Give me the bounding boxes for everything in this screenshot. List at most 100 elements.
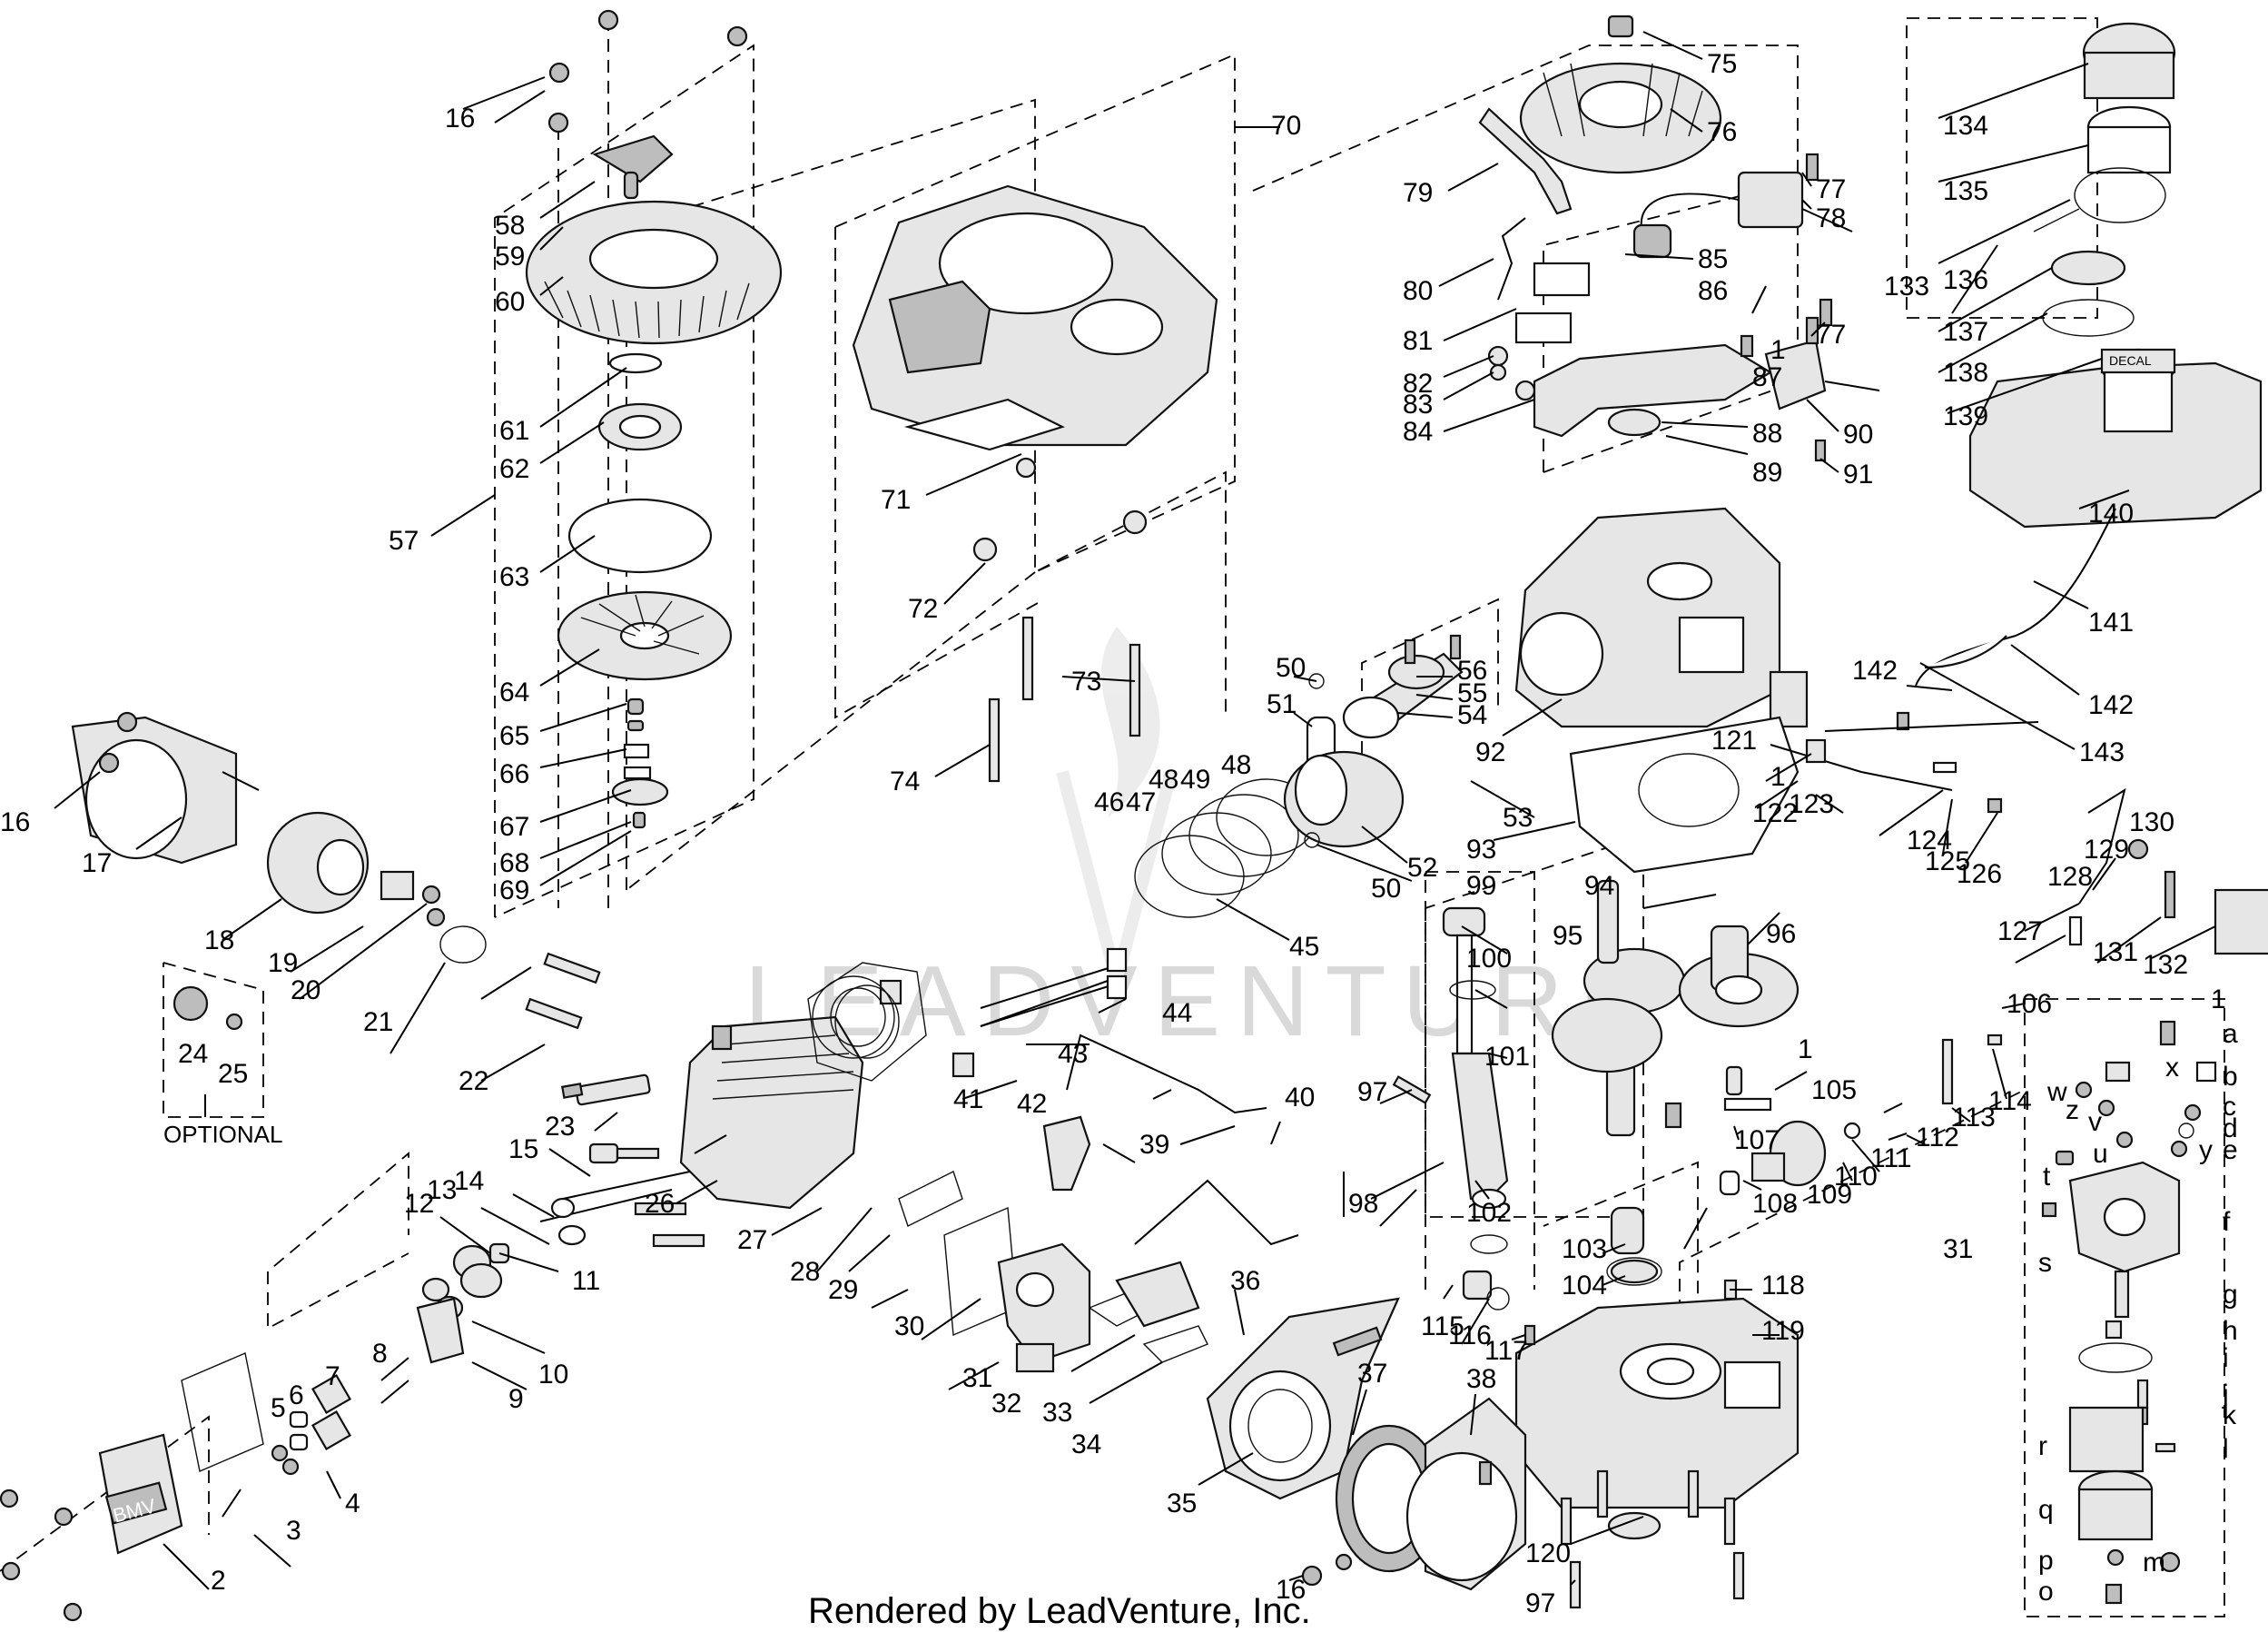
callout-3: 3 <box>286 1516 301 1546</box>
flywheel <box>1519 15 1722 174</box>
callout-135: 135 <box>1943 176 1988 206</box>
callout-92: 92 <box>1475 737 1505 767</box>
callout-47: 47 <box>1126 787 1156 817</box>
callout-77b: 77 <box>1816 320 1846 350</box>
callout-54: 54 <box>1457 700 1487 730</box>
callout-1d: 1 <box>2211 984 2226 1014</box>
callout-107: 107 <box>1734 1125 1780 1155</box>
callout-110: 110 <box>1834 1162 1878 1192</box>
callout-72: 72 <box>908 594 938 624</box>
callout-48a: 48 <box>1221 750 1251 780</box>
callout-78: 78 <box>1816 203 1846 233</box>
washer-16-bottom <box>1335 1553 1353 1571</box>
callout-142b: 142 <box>2088 690 2134 720</box>
callout-2: 2 <box>211 1566 226 1596</box>
letter-j: j <box>2222 1380 2229 1409</box>
letter-f: f <box>2223 1207 2231 1237</box>
piston-assembly <box>1134 673 1405 918</box>
dipstick <box>1442 906 1509 1254</box>
callout-50b: 50 <box>1371 874 1401 904</box>
crankcase <box>1514 507 1809 728</box>
callout-9: 9 <box>508 1384 524 1414</box>
callout-21: 21 <box>363 1007 393 1037</box>
callout-16c: 16 <box>1276 1575 1306 1605</box>
callout-111: 111 <box>1870 1143 1912 1173</box>
callout-60: 60 <box>495 287 525 317</box>
callout-1c: 1 <box>1798 1034 1813 1064</box>
callout-8: 8 <box>372 1339 388 1369</box>
letter-b: b <box>2223 1062 2238 1092</box>
callout-32: 32 <box>991 1389 1021 1419</box>
callout-140: 140 <box>2088 499 2134 529</box>
callout-63: 63 <box>499 562 529 592</box>
callout-49: 49 <box>1180 765 1210 795</box>
callout-113: 113 <box>1952 1103 1996 1133</box>
callout-77: 77 <box>1816 174 1846 204</box>
callout-102: 102 <box>1466 1198 1512 1228</box>
callout-105: 105 <box>1811 1075 1857 1105</box>
callout-93: 93 <box>1466 835 1496 865</box>
callout-131: 131 <box>2093 937 2138 967</box>
optional-label: OPTIONAL <box>163 1121 282 1148</box>
callout-55: 55 <box>1457 678 1487 708</box>
carb-detail-parts <box>2041 1020 2217 1605</box>
callout-6: 6 <box>289 1380 304 1410</box>
callout-122: 122 <box>1752 798 1798 828</box>
callout-44: 44 <box>1162 998 1192 1028</box>
callout-112: 112 <box>1916 1123 1959 1152</box>
callout-115: 115 <box>1421 1311 1464 1341</box>
callout-64: 64 <box>499 678 529 707</box>
callout-23: 23 <box>545 1112 575 1142</box>
callout-39: 39 <box>1139 1130 1169 1160</box>
crankshaft <box>1551 879 1686 1137</box>
callout-74: 74 <box>890 767 920 796</box>
tank-decal-text: DECAL <box>2109 353 2152 368</box>
letter-y: y <box>2199 1135 2213 1165</box>
callout-87: 87 <box>1752 362 1782 392</box>
callout-134: 134 <box>1943 111 1988 141</box>
callout-4: 4 <box>345 1489 360 1518</box>
callout-121: 121 <box>1711 726 1757 756</box>
callout-88: 88 <box>1752 419 1782 449</box>
callout-38: 38 <box>1466 1364 1496 1394</box>
callout-70: 70 <box>1271 111 1301 141</box>
callout-16: 16 <box>445 104 475 134</box>
ignition-coil <box>1632 171 1853 259</box>
callout-69: 69 <box>499 875 529 905</box>
callout-34: 34 <box>1071 1429 1101 1459</box>
letter-c: c <box>2223 1092 2236 1122</box>
callout-123: 123 <box>1789 789 1834 819</box>
exhaust-gasket-and-pushrods <box>439 925 1128 1078</box>
callout-124: 124 <box>1907 826 1952 856</box>
callout-45: 45 <box>1289 932 1319 962</box>
letter-m: m <box>2143 1548 2165 1578</box>
letter-w: w <box>2046 1077 2067 1107</box>
callout-94: 94 <box>1584 871 1614 901</box>
callout-130: 130 <box>2129 807 2174 837</box>
callout-116: 116 <box>1448 1320 1492 1350</box>
callout-53: 53 <box>1503 803 1533 833</box>
callout-25: 25 <box>218 1059 248 1089</box>
callout-17: 17 <box>82 848 112 878</box>
callout-15: 15 <box>508 1134 538 1164</box>
camshaft <box>1678 925 1800 1028</box>
callout-106: 106 <box>2007 989 2052 1019</box>
cylinder-head <box>679 975 895 1210</box>
callout-52: 52 <box>1407 853 1437 883</box>
callout-133: 133 <box>1884 272 1929 302</box>
callout-95: 95 <box>1553 921 1583 951</box>
base-gasket <box>1569 716 1800 874</box>
callout-128: 128 <box>2047 862 2093 892</box>
callout-97a: 97 <box>1357 1077 1387 1107</box>
callout-117: 117 <box>1484 1336 1528 1366</box>
letter-p: p <box>2038 1546 2054 1576</box>
callout-90: 90 <box>1843 420 1873 450</box>
letter-s: s <box>2038 1248 2052 1278</box>
connecting-rod <box>1342 634 1464 739</box>
callout-13: 13 <box>427 1175 457 1205</box>
callout-73: 73 <box>1071 667 1101 697</box>
callout-26: 26 <box>645 1189 675 1219</box>
callout-127: 127 <box>1997 916 2043 946</box>
callout-68: 68 <box>499 848 529 878</box>
callout-75: 75 <box>1707 49 1737 79</box>
